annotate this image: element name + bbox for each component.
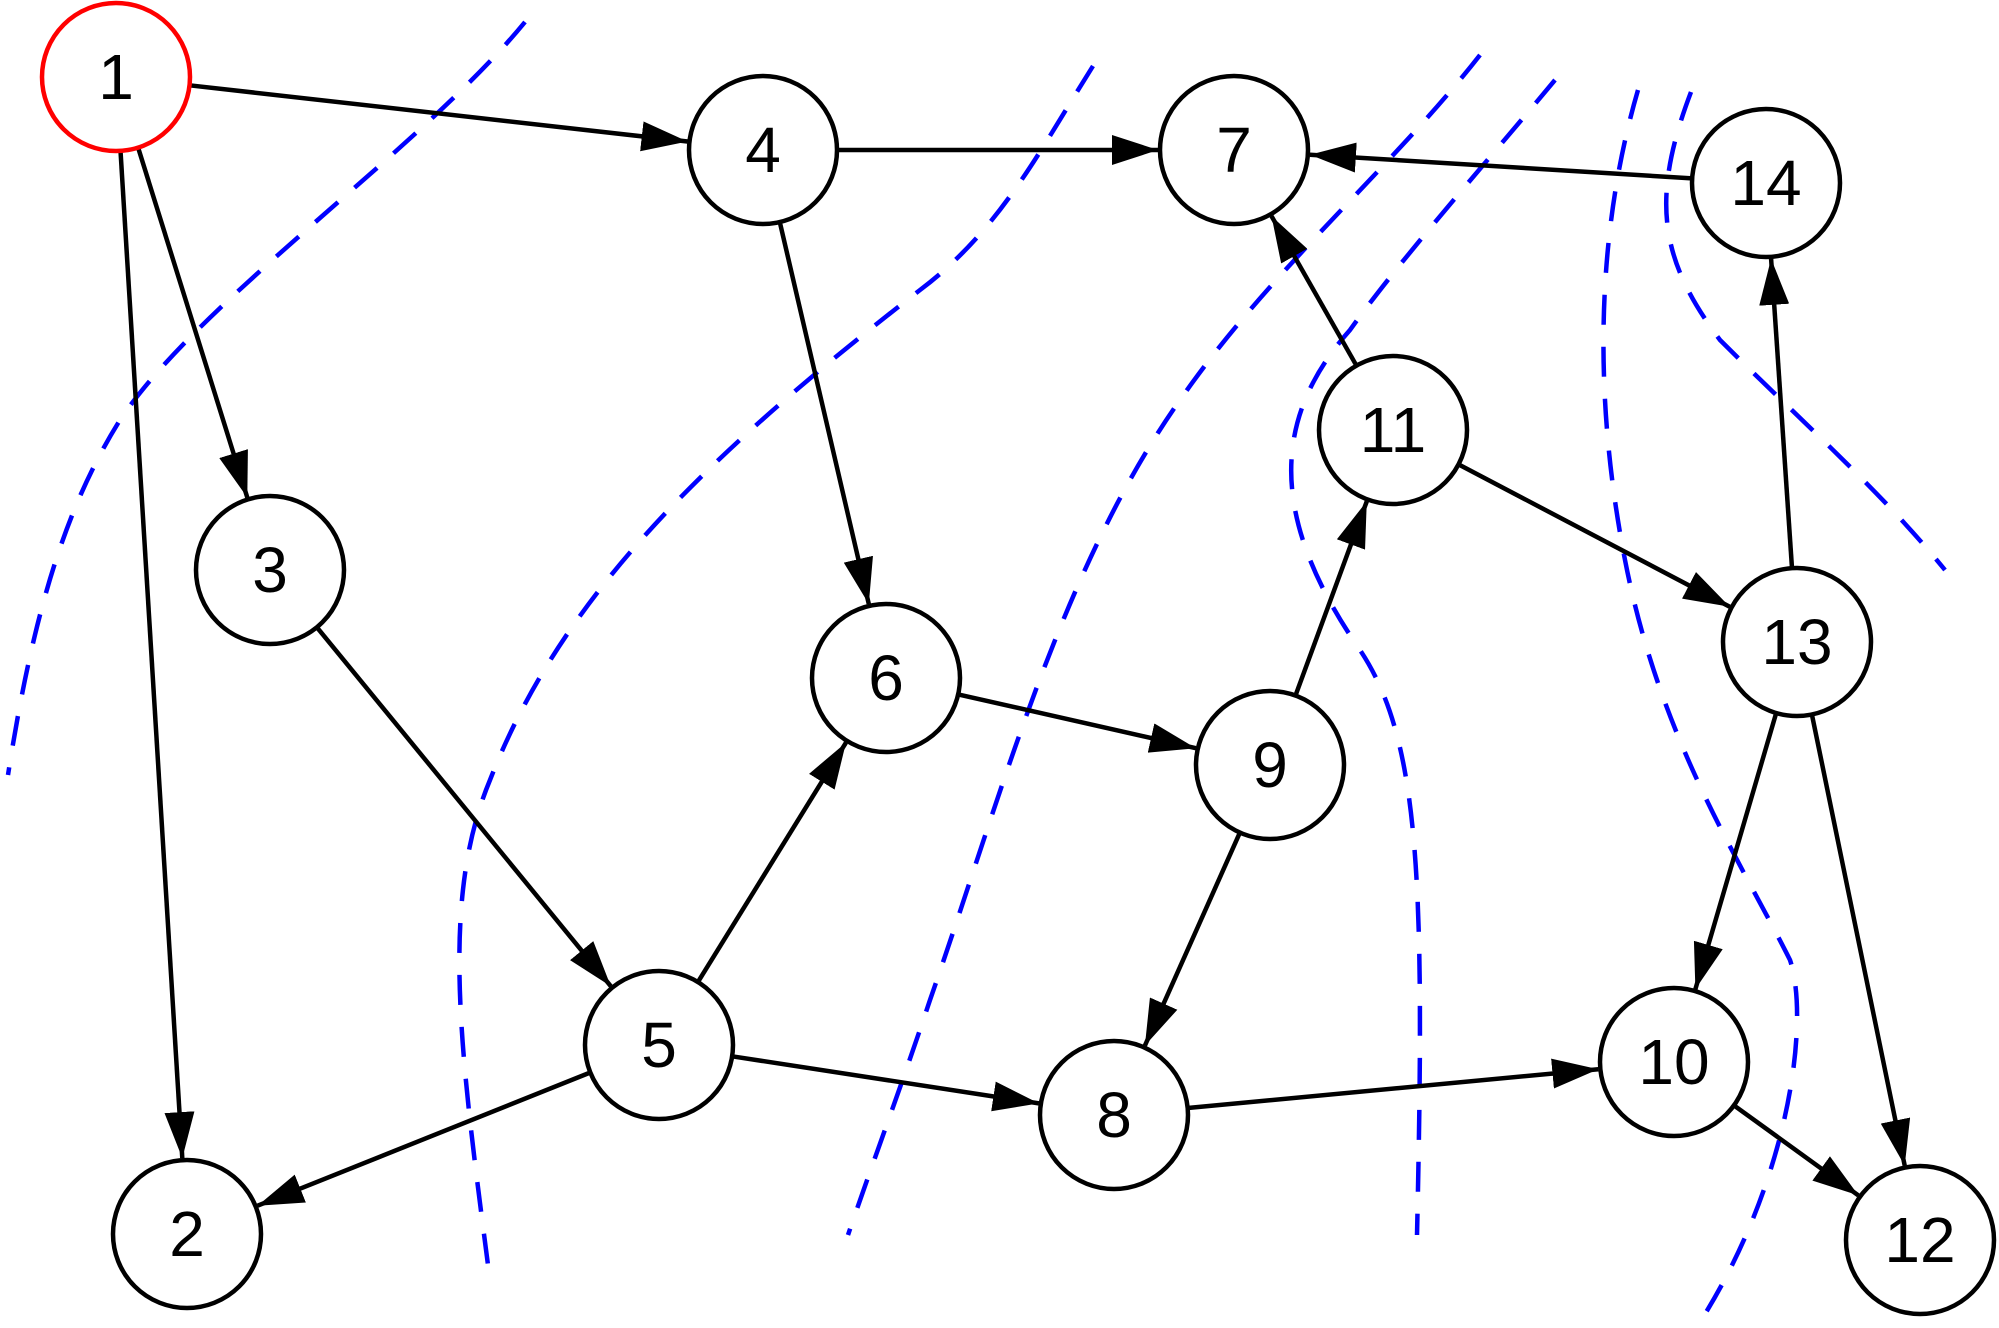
node-circle-5 — [582, 968, 736, 1122]
node-label-2: 2 — [169, 1198, 205, 1270]
node-label-1: 1 — [98, 41, 134, 113]
node-11: 11 — [1316, 353, 1470, 507]
node-label-8: 8 — [1096, 1079, 1132, 1151]
node-6: 6 — [809, 601, 963, 755]
edge-13-to-14 — [1759, 258, 1795, 569]
edges — [118, 83, 1911, 1208]
node-circle-11 — [1316, 353, 1470, 507]
node-label-6: 6 — [868, 642, 904, 714]
node-label-7: 7 — [1216, 114, 1252, 186]
edge-14-to-7 — [1309, 142, 1693, 181]
edge-11-to-13 — [1457, 462, 1731, 609]
node-2: 2 — [110, 1157, 264, 1311]
edge-8-to-10 — [1187, 1058, 1599, 1111]
node-label-13: 13 — [1761, 606, 1832, 678]
node-label-14: 14 — [1730, 147, 1801, 219]
node-1: 1 — [39, 0, 193, 154]
edge-6-to-9 — [957, 692, 1197, 753]
edge-3-to-5 — [315, 625, 613, 988]
node-14: 14 — [1689, 106, 1843, 260]
node-circle-9 — [1193, 688, 1347, 842]
edge-9-to-11 — [1293, 500, 1369, 697]
edge-11-to-7 — [1269, 214, 1359, 367]
edge-5-to-2 — [256, 1070, 592, 1208]
node-label-4: 4 — [745, 114, 781, 186]
node-circle-7 — [1157, 73, 1311, 227]
node-label-12: 12 — [1884, 1204, 1955, 1276]
edge-13-to-12 — [1809, 714, 1911, 1167]
level-boundary-4 — [1289, 78, 1557, 1236]
edge-1-to-2 — [118, 150, 195, 1159]
level-boundary-2 — [457, 64, 1095, 1266]
node-circle-10 — [1597, 985, 1751, 1139]
node-circle-3 — [193, 493, 347, 647]
level-boundary-6 — [1663, 91, 1947, 572]
node-circle-8 — [1037, 1038, 1191, 1192]
level-boundary-3 — [845, 53, 1482, 1236]
node-label-9: 9 — [1252, 729, 1288, 801]
edge-10-to-12 — [1732, 1103, 1860, 1198]
node-12: 12 — [1843, 1163, 1997, 1317]
node-circle-12 — [1843, 1163, 1997, 1317]
edge-1-to-4 — [189, 83, 688, 152]
node-label-11: 11 — [1360, 394, 1426, 466]
node-label-10: 10 — [1638, 1026, 1709, 1098]
edge-5-to-6 — [695, 741, 848, 984]
edge-13-to-10 — [1693, 712, 1779, 990]
node-circle-2 — [110, 1157, 264, 1311]
node-circle-1 — [39, 0, 193, 154]
node-3: 3 — [193, 493, 347, 647]
node-label-3: 3 — [252, 534, 288, 606]
node-4: 4 — [686, 73, 840, 227]
node-circle-14 — [1689, 106, 1843, 260]
node-7: 7 — [1157, 73, 1311, 227]
edge-9-to-8 — [1142, 831, 1242, 1047]
edge-4-to-6 — [777, 221, 873, 605]
node-9: 9 — [1193, 688, 1347, 842]
node-label-5: 5 — [641, 1009, 677, 1081]
edge-5-to-8 — [731, 1054, 1040, 1112]
node-10: 10 — [1597, 985, 1751, 1139]
node-circle-4 — [686, 73, 840, 227]
node-13: 13 — [1720, 565, 1874, 719]
edge-1-to-3 — [135, 146, 250, 499]
node-circle-6 — [809, 601, 963, 755]
node-5: 5 — [582, 968, 736, 1122]
node-circle-13 — [1720, 565, 1874, 719]
node-8: 8 — [1037, 1038, 1191, 1192]
level-boundary-5 — [1601, 89, 1800, 1324]
